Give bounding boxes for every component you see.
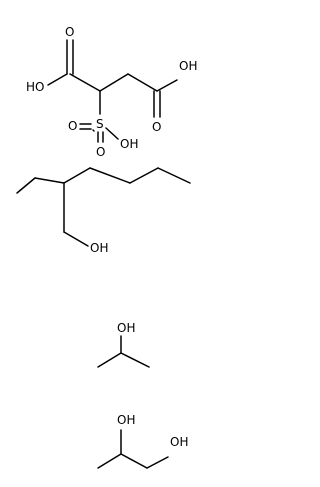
bond [99,73,129,92]
atom-label-o: O [96,145,105,159]
bond [16,177,36,194]
atom-label-oh: OH [117,321,135,335]
isopropanol-structure: OH [97,321,150,368]
atom-label-o: O [152,120,161,134]
bond [69,73,101,92]
bond [63,167,91,184]
bond [97,352,122,368]
bond [127,73,158,92]
2-ethylhexanol-structure: OH [16,167,191,255]
atom-label-oh: OH [179,59,197,73]
bond [34,177,65,184]
atom-label-oh: OH [117,413,135,427]
atom-label-oh: OH [120,137,138,151]
atom-label-oh: OH [90,241,108,255]
bond [156,79,178,92]
sulfosuccinic-acid-structure: HO O OH O S O OH O [26,25,197,159]
bond [105,127,119,140]
bond [146,456,169,469]
bond [63,231,89,247]
bond [89,167,131,184]
bond [47,73,68,86]
atom-label-s: S [96,117,104,131]
bond [157,167,191,184]
bond [97,453,122,469]
atom-label-o: O [68,119,77,133]
bond [92,129,95,132]
atom-label-oh: OH [170,435,188,449]
propylene-glycol-structure: OH OH [97,413,188,469]
atom-label-o: O [65,25,74,39]
molecule-canvas: HO O OH O S O OH O OH OH OH OH [16,25,197,469]
bond [120,352,150,368]
bond [129,167,159,184]
bond [120,453,148,469]
atom-label-oh: HO [26,80,44,94]
